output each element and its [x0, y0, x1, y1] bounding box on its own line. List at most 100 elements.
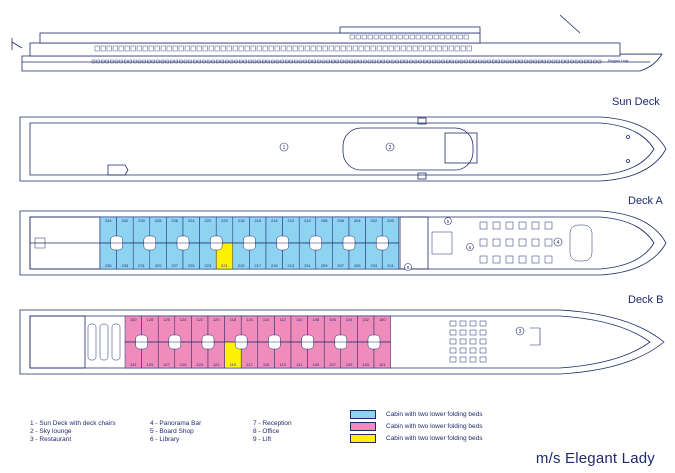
- window: [256, 45, 262, 52]
- cabin-number: 105: [346, 362, 353, 367]
- porthole: [123, 59, 128, 64]
- porthole: [280, 59, 284, 64]
- cabin-number: 209: [321, 263, 328, 268]
- legend-item: 9 - Lift: [253, 436, 272, 443]
- porthole: [372, 59, 376, 64]
- cabin-number: 214: [271, 218, 278, 223]
- cabin-number: 211: [304, 263, 311, 268]
- deck-b-markers: 3: [515, 326, 525, 336]
- porthole: [146, 59, 151, 64]
- cabin-number: 100: [379, 317, 386, 322]
- crew-cabin: [99, 323, 109, 361]
- cabin-number: 122: [196, 317, 203, 322]
- window: [385, 34, 391, 40]
- window: [262, 45, 268, 52]
- porthole: [335, 59, 339, 64]
- porthole: [455, 59, 459, 64]
- porthole: [473, 59, 477, 64]
- window: [160, 45, 166, 52]
- window: [304, 45, 310, 52]
- porthole: [156, 59, 160, 64]
- porthole: [413, 59, 418, 64]
- window: [388, 45, 394, 52]
- cabin-number: 104: [346, 317, 353, 322]
- legend-item: 7 - Reception: [253, 420, 292, 427]
- cabin-number: 224: [188, 218, 195, 223]
- bar-table: [505, 238, 514, 247]
- window: [226, 45, 232, 52]
- dining-table: [479, 347, 487, 354]
- porthole: [206, 59, 211, 64]
- cabin-number: 229: [155, 263, 162, 268]
- cabin-number: 227: [171, 263, 178, 268]
- porthole: [188, 59, 192, 64]
- stairs: [34, 237, 46, 249]
- window: [184, 45, 190, 52]
- porthole: [469, 59, 473, 64]
- porthole: [464, 59, 468, 64]
- porthole: [257, 59, 261, 64]
- porthole: [192, 59, 197, 64]
- porthole: [105, 59, 110, 64]
- window: [208, 45, 214, 52]
- window: [451, 34, 457, 40]
- window: [424, 45, 430, 52]
- window: [238, 45, 244, 52]
- porthole: [561, 59, 565, 64]
- superstructure: [29, 42, 621, 57]
- legend-item: 4 - Panorama Bar: [150, 420, 202, 427]
- legend-item: 3 - Restaurant: [30, 436, 72, 443]
- cabin-number: 126: [163, 317, 170, 322]
- porthole: [289, 59, 293, 64]
- porthole: [432, 59, 436, 64]
- dining-table: [449, 338, 457, 345]
- cabin-number: 210: [304, 218, 311, 223]
- buffet-counter: [530, 327, 541, 346]
- window: [421, 34, 427, 40]
- deck-a-furniture: [34, 221, 593, 264]
- cabin-swatch-yellow: [350, 434, 376, 443]
- svg-text:6: 6: [469, 245, 472, 250]
- sun-deck-plan: [19, 116, 667, 182]
- svg-text:5: 5: [447, 219, 450, 224]
- porthole: [349, 59, 353, 64]
- window: [442, 45, 448, 52]
- bar-table: [531, 238, 540, 247]
- window: [394, 45, 400, 52]
- porthole: [363, 59, 367, 64]
- porthole: [321, 59, 326, 64]
- cabin-legend-label: Cabin with two lower folding beds: [386, 411, 483, 418]
- window: [367, 34, 373, 40]
- window: [166, 45, 172, 52]
- porthole: [593, 59, 597, 64]
- bar-table: [492, 255, 501, 264]
- cabin-number: 110: [296, 317, 303, 322]
- bar-table: [492, 221, 501, 230]
- svg-text:3: 3: [519, 329, 522, 335]
- ship-side-profile: [11, 14, 663, 72]
- window: [322, 45, 328, 52]
- cabin-number: 212: [288, 218, 295, 223]
- window: [358, 45, 364, 52]
- porthole: [519, 59, 523, 64]
- hull: [21, 53, 663, 72]
- reception-desk: [431, 231, 453, 255]
- window: [142, 45, 148, 52]
- cabin-number: 221: [221, 263, 228, 268]
- window: [220, 45, 226, 52]
- cabin-legend-label: Cabin with two lower folding beds: [386, 423, 483, 430]
- window: [466, 45, 472, 52]
- cabin-number: 225: [188, 263, 195, 268]
- window: [292, 45, 298, 52]
- porthole: [446, 59, 450, 64]
- cabin-number: 111: [296, 362, 303, 367]
- porthole: [179, 59, 183, 64]
- porthole: [96, 59, 100, 64]
- cabin-number: 114: [263, 317, 270, 322]
- porthole: [528, 59, 533, 64]
- cabin-number: 223: [205, 263, 212, 268]
- legend-column-2: 4 - Panorama Bar 5 - Board Shop 6 - Libr…: [150, 420, 201, 444]
- window: [433, 34, 439, 40]
- bar-table: [479, 255, 488, 264]
- dining-table: [459, 356, 467, 363]
